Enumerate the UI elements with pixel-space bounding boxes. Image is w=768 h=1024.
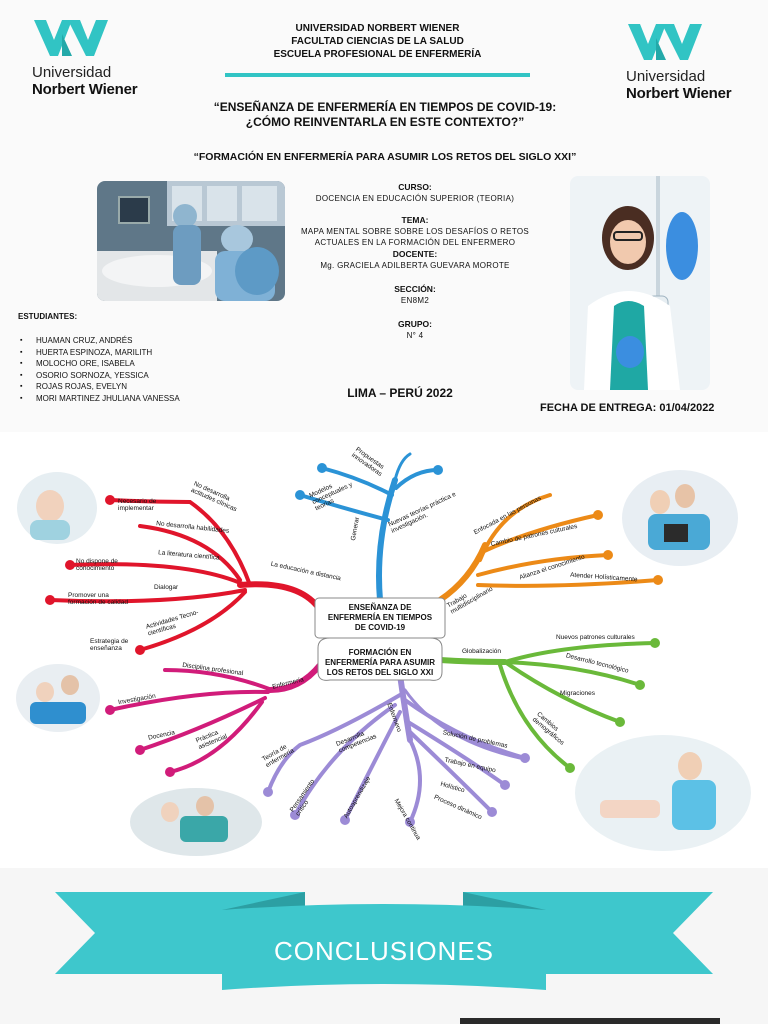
icu-photo	[97, 181, 285, 301]
label-dialogar: Dialogar	[154, 584, 179, 591]
seccion-label: SECCIÓN:	[394, 284, 436, 294]
faculty-name: FACULTAD CIENCIAS DE LA SALUD	[291, 36, 464, 47]
conclusions-title: CONCLUSIONES	[273, 936, 495, 966]
students-label: ESTUDIANTES:	[18, 312, 78, 321]
mind-map-photos	[16, 470, 751, 856]
student-name: OSORIO SORNOZA, YESSICA	[18, 370, 238, 382]
course-info: CURSO: DOCENCIA EN EDUCACIÓN SUPERIOR (T…	[280, 181, 550, 341]
logo-text-universidad: Universidad	[32, 64, 112, 81]
conclusion-section: CONCLUSIONES	[0, 868, 768, 1024]
mind-map-branches	[16, 452, 751, 856]
university-logo-right: Universidad Norbert Wiener	[626, 20, 751, 102]
students-block: ESTUDIANTES: HUAMAN CRUZ, ANDRÉSHUERTA E…	[18, 312, 238, 404]
school-name: ESCUELA PROFESIONAL DE ENFERMERÍA	[273, 49, 482, 60]
delivery-date: FECHA DE ENTREGA: 01/04/2022	[540, 402, 715, 414]
student-name: ROJAS ROJAS, EVELYN	[18, 381, 238, 393]
branch-globalizacion	[437, 641, 657, 770]
label-estrategia: Estrategia de enseñanza	[90, 638, 129, 652]
student-name: MOLOCHO ORE, ISABELA	[18, 358, 238, 370]
logo-text-norbert-wiener: Norbert Wiener	[626, 85, 732, 102]
subtitle: “FORMACIÓN EN ENFERMERÍA PARA ASUMIR LOS…	[193, 151, 577, 163]
university-name: UNIVERSIDAD NORBERT WIENER	[295, 23, 460, 34]
nurse-photo	[570, 176, 710, 390]
branch-trabajo-multidisciplinario	[437, 493, 660, 603]
institution-header: UNIVERSIDAD NORBERT WIENER FACULTAD CIEN…	[220, 22, 535, 61]
curso-label: CURSO:	[398, 182, 432, 192]
mind-map: ENSEÑANZA DE ENFERMERÍA EN TIEMPOS DE CO…	[0, 440, 768, 865]
student-name: MORI MARTINEZ JHULIANA VANESSA	[18, 393, 238, 405]
label-globalizacion: Globalización	[462, 648, 502, 655]
seccion-value: EN8M2	[400, 296, 430, 305]
branch-enfermeria	[108, 662, 323, 774]
students-list: HUAMAN CRUZ, ANDRÉSHUERTA ESPINOZA, MARI…	[18, 335, 238, 404]
wiener-logo-icon	[628, 24, 702, 60]
university-logo-left: Universidad Norbert Wiener	[32, 16, 157, 98]
branch-enfermero	[266, 672, 527, 824]
docente-label: DOCENTE:	[392, 249, 438, 259]
tema-value-1: MAPA MENTAL SOBRE SOBRE LOS DESAFÍOS O R…	[300, 227, 530, 236]
branch-educacion-distancia	[48, 498, 323, 652]
curso-value: DOCENCIA EN EDUCACIÓN SUPERIOR (TEORIA)	[315, 194, 515, 203]
branch-generar	[298, 452, 440, 603]
center-topic-covid: ENSEÑANZA DE ENFERMERÍA EN TIEMPOS DE CO…	[327, 603, 433, 632]
grupo-label: GRUPO:	[398, 319, 432, 329]
wiener-logo-icon	[34, 20, 108, 56]
ribbon-banner-icon	[55, 892, 713, 990]
tema-value-2: ACTUALES EN LA FORMACIÓN DEL ENFERMERO	[314, 238, 516, 247]
header-divider	[225, 73, 530, 77]
main-title: “ENSEÑANZA DE ENFERMERÍA EN TIEMPOS DE C…	[213, 100, 557, 129]
cover-section: Universidad Norbert Wiener Universidad N…	[0, 0, 768, 432]
label-nuevos-patrones: Nuevos patrones culturales	[556, 634, 635, 641]
logo-text-norbert-wiener: Norbert Wiener	[32, 81, 138, 98]
label-formacion-calidad: Promover una formación de calidad	[68, 592, 128, 606]
student-name: HUAMAN CRUZ, ANDRÉS	[18, 335, 238, 347]
label-migraciones: Migraciones	[560, 690, 596, 697]
center-topic-formacion: FORMACIÓN EN ENFERMERÍA PARA ASUMIR LOS …	[324, 648, 436, 677]
label-necesario-implementar: Necesario de implementar	[118, 498, 157, 512]
student-name: HUERTA ESPINOZA, MARILITH	[18, 347, 238, 359]
docente-value: Mg. GRACIELA ADILBERTA GUEVARA MOROTE	[320, 261, 510, 270]
grupo-value: N° 4	[406, 331, 424, 340]
place-year: LIMA – PERÚ 2022	[347, 386, 453, 400]
label-conocimiento: No dispone de conocimiento	[76, 558, 118, 572]
tema-label: TEMA:	[401, 215, 429, 225]
logo-text-universidad: Universidad	[626, 68, 706, 85]
cropped-image-edge	[460, 1018, 720, 1024]
